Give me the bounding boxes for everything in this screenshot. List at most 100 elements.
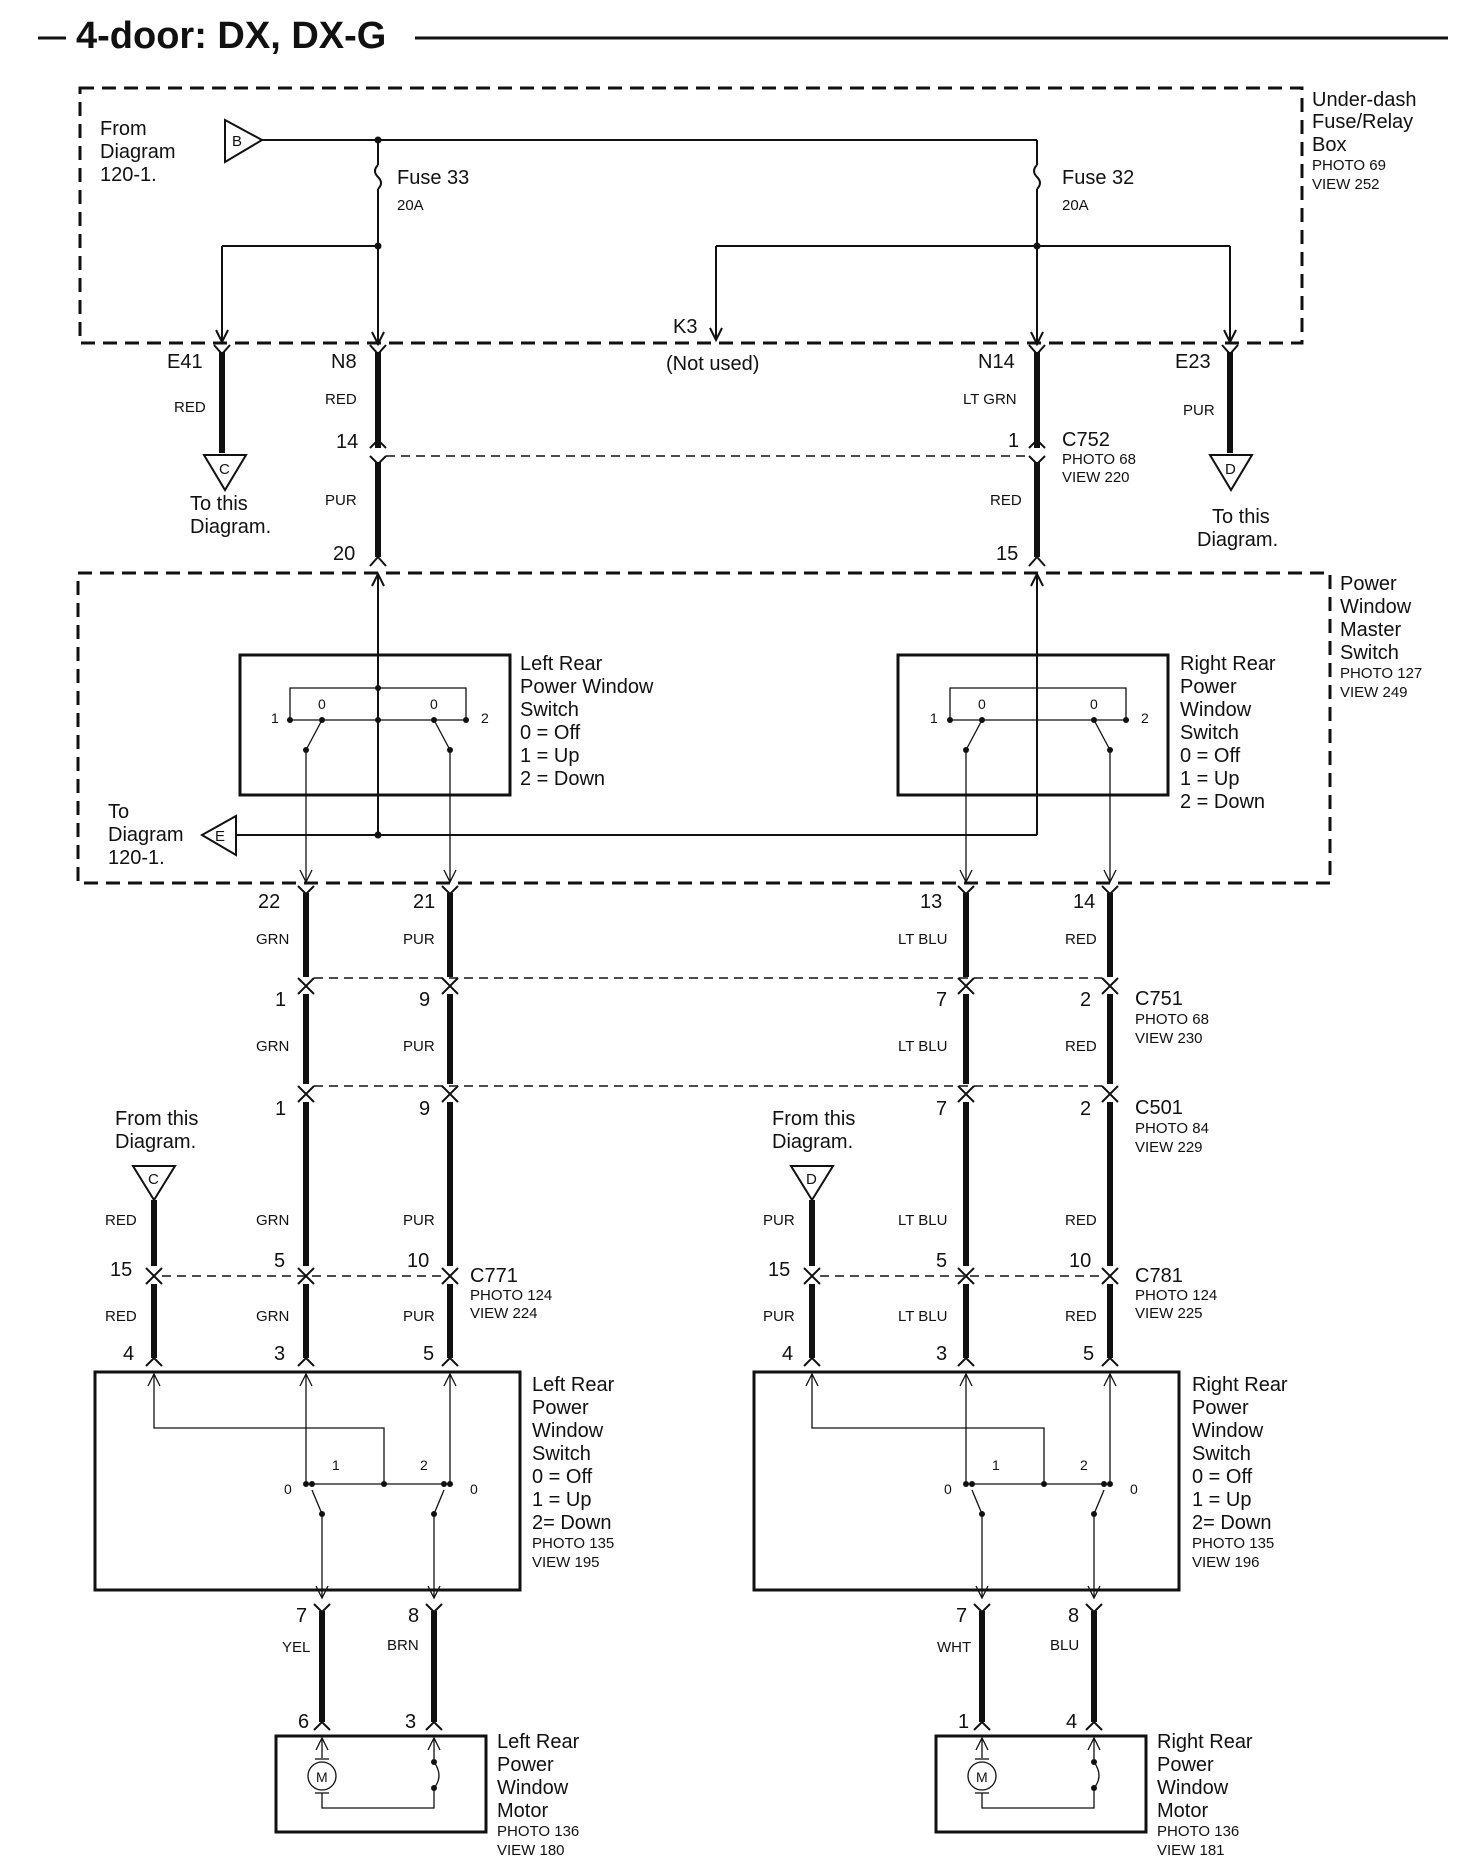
wire-pur-color: PUR (325, 492, 357, 509)
terminal-e23: E23 (1175, 351, 1211, 373)
svg-text:0: 0 (978, 696, 986, 712)
left-motor-line-4: Motor (497, 1800, 548, 1822)
right-door-switch-line-6: 1 = Up (1192, 1489, 1251, 1511)
left-switch-line-4: 0 = Off (520, 722, 581, 744)
dest-d-triangle (1208, 454, 1254, 492)
master-left-switch-contacts (287, 685, 469, 753)
right-door-switch-box (752, 1370, 1181, 1592)
terminal-n14: N14 (978, 351, 1015, 373)
master-pin-14: 14 (1073, 891, 1095, 913)
c751-photo: PHOTO 68 (1135, 1011, 1209, 1028)
left-out-pin-8: 8 (408, 1605, 419, 1627)
left-door-switch-photo: PHOTO 135 (532, 1535, 614, 1552)
left-out-pin-7: 7 (296, 1605, 307, 1627)
master-name-2: Window (1340, 596, 1412, 618)
svg-text:1: 1 (271, 710, 279, 726)
right-from-d-triangle (789, 1165, 835, 1202)
dest-c-triangle (202, 454, 248, 492)
right-motor-photo: PHOTO 136 (1157, 1823, 1239, 1840)
right-switch-line-7: 2 = Down (1180, 791, 1265, 813)
c751-pin-1: 1 (275, 989, 286, 1011)
right-motor-line-2: Power (1157, 1754, 1214, 1776)
c771-view: VIEW 224 (470, 1305, 538, 1322)
c501-view: VIEW 229 (1135, 1139, 1203, 1156)
c752-pin-right: 1 (1008, 430, 1019, 452)
c781-name: C781 (1135, 1265, 1183, 1287)
master-name-4: Switch (1340, 642, 1399, 664)
c781-pin-5: 5 (936, 1250, 947, 1272)
right-motor-line-4: Motor (1157, 1800, 1208, 1822)
mid-harness (297, 885, 1119, 1266)
fuse-box-view: VIEW 252 (1312, 176, 1380, 193)
right-wire-blu-color: BLU (1050, 1637, 1079, 1654)
svg-text:0: 0 (1090, 696, 1098, 712)
right-door-switch-line-2: Power (1192, 1397, 1249, 1419)
right-switch-line-4: Switch (1180, 722, 1239, 744)
c752-photo: PHOTO 68 (1062, 451, 1136, 468)
left-door-switch-line-2: Power (532, 1397, 589, 1419)
to-label-2: Diagram (108, 824, 184, 846)
wire-b-red: RED (1065, 1038, 1097, 1055)
c781-photo: PHOTO 124 (1135, 1287, 1217, 1304)
fuse-box-name-2: Fuse/Relay (1312, 111, 1413, 133)
right-wire-top-red: RED (1065, 1212, 1097, 1229)
c751-pin-9: 9 (419, 989, 430, 1011)
left-switch-line-5: 1 = Up (520, 745, 579, 767)
right-wire-bot-ltblu: LT BLU (898, 1308, 947, 1325)
right-switch-line-3: Window (1180, 699, 1252, 721)
left-door-switch-line-6: 1 = Up (532, 1489, 591, 1511)
svg-text:0: 0 (318, 696, 326, 712)
wire-b-pur: PUR (403, 1038, 435, 1055)
left-from-c-tag: C (148, 1171, 159, 1188)
c781-pin-15: 15 (768, 1259, 790, 1281)
left-motor-line-1: Left Rear (497, 1731, 580, 1753)
left-door-switch-view: VIEW 195 (532, 1554, 600, 1571)
svg-text:1: 1 (332, 1457, 340, 1473)
not-used-label: (Not used) (666, 353, 759, 375)
c501-pin-2: 2 (1080, 1098, 1091, 1120)
right-wire-bot-red: RED (1065, 1308, 1097, 1325)
left-switch-pin-4: 4 (123, 1343, 134, 1365)
k3-terminal: K3 (673, 316, 697, 338)
right-wire-top-pur: PUR (763, 1212, 795, 1229)
left-switch-pin-3: 3 (274, 1343, 285, 1365)
wire-b-grn: GRN (256, 1038, 289, 1055)
master-pin-21: 21 (413, 891, 435, 913)
wire-a-pur: PUR (403, 931, 435, 948)
master-name-1: Power (1340, 573, 1397, 595)
master-pin-13: 13 (920, 891, 942, 913)
right-door-switch-photo: PHOTO 135 (1192, 1535, 1274, 1552)
right-door-switch-contacts (805, 1372, 1117, 1600)
right-motor-line-3: Window (1157, 1777, 1229, 1799)
master-right-switch-box (896, 653, 1170, 797)
c751-name: C751 (1135, 988, 1183, 1010)
wire-b-ltblu: LT BLU (898, 1038, 947, 1055)
wire-a-grn: GRN (256, 931, 289, 948)
right-out-pin-7: 7 (956, 1605, 967, 1627)
fuse-32-symbol (1033, 164, 1041, 190)
source-b-triangle (224, 118, 265, 164)
dest-c-label-1: To this (190, 493, 248, 515)
fuse-box-photo: PHOTO 69 (1312, 157, 1386, 174)
left-from-label-2: Diagram. (115, 1131, 196, 1153)
c752-pin-left: 14 (336, 431, 358, 453)
fuse-33-symbol (374, 164, 382, 190)
svg-text:0: 0 (944, 1481, 952, 1497)
svg-text:1: 1 (930, 710, 938, 726)
left-wire-top-red: RED (105, 1212, 137, 1229)
fuse-box-name-1: Under-dash (1312, 89, 1417, 111)
right-door-switch-line-4: Switch (1192, 1443, 1251, 1465)
left-switch-line-1: Left Rear (520, 653, 603, 675)
right-wire-bot-pur: PUR (763, 1308, 795, 1325)
c751-pin-2: 2 (1080, 989, 1091, 1011)
master-left-switch-box (238, 653, 512, 797)
left-motor-symbol: M (316, 1769, 328, 1785)
right-motor-circuit (967, 1736, 1101, 1809)
c501-name: C501 (1135, 1097, 1183, 1119)
right-from-label-2: Diagram. (772, 1131, 853, 1153)
wire-n8-color: RED (325, 391, 357, 408)
left-wire-bot-grn: GRN (256, 1308, 289, 1325)
source-label-3: 120-1. (100, 164, 157, 186)
left-door-switch-box (93, 1370, 522, 1592)
